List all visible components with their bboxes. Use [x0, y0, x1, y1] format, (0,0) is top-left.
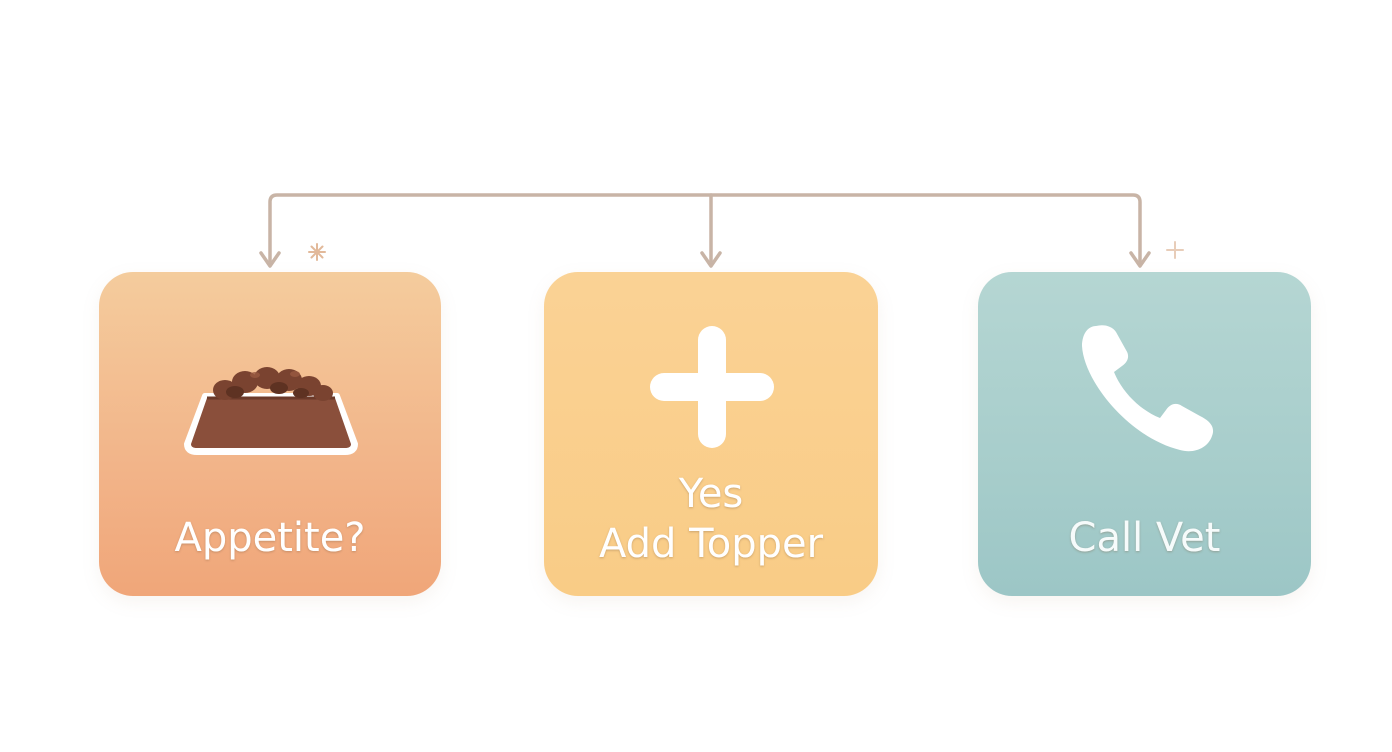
- node-appetite-label: Appetite?: [174, 515, 366, 561]
- node-topper-label-add-topper: Add Topper: [598, 521, 824, 567]
- node-appetite: Appetite?: [99, 272, 441, 596]
- node-add-topper: Yes Add Topper: [544, 272, 878, 596]
- connector-branch-bar: [268, 193, 1142, 264]
- plus-icon: [650, 326, 774, 448]
- phone-icon: [1082, 325, 1214, 452]
- node-call-vet: Call Vet: [978, 272, 1311, 596]
- arrowhead-topper: [700, 251, 722, 268]
- arrowhead-appetite: [259, 251, 281, 268]
- arrowhead-vet: [1129, 251, 1151, 268]
- food-bowl-icon: [184, 367, 358, 455]
- sparkle-icon: [308, 243, 326, 261]
- sparkle-icon: [1166, 241, 1184, 259]
- node-topper-label-yes: Yes: [678, 471, 744, 517]
- node-call-vet-label: Call Vet: [1068, 515, 1221, 561]
